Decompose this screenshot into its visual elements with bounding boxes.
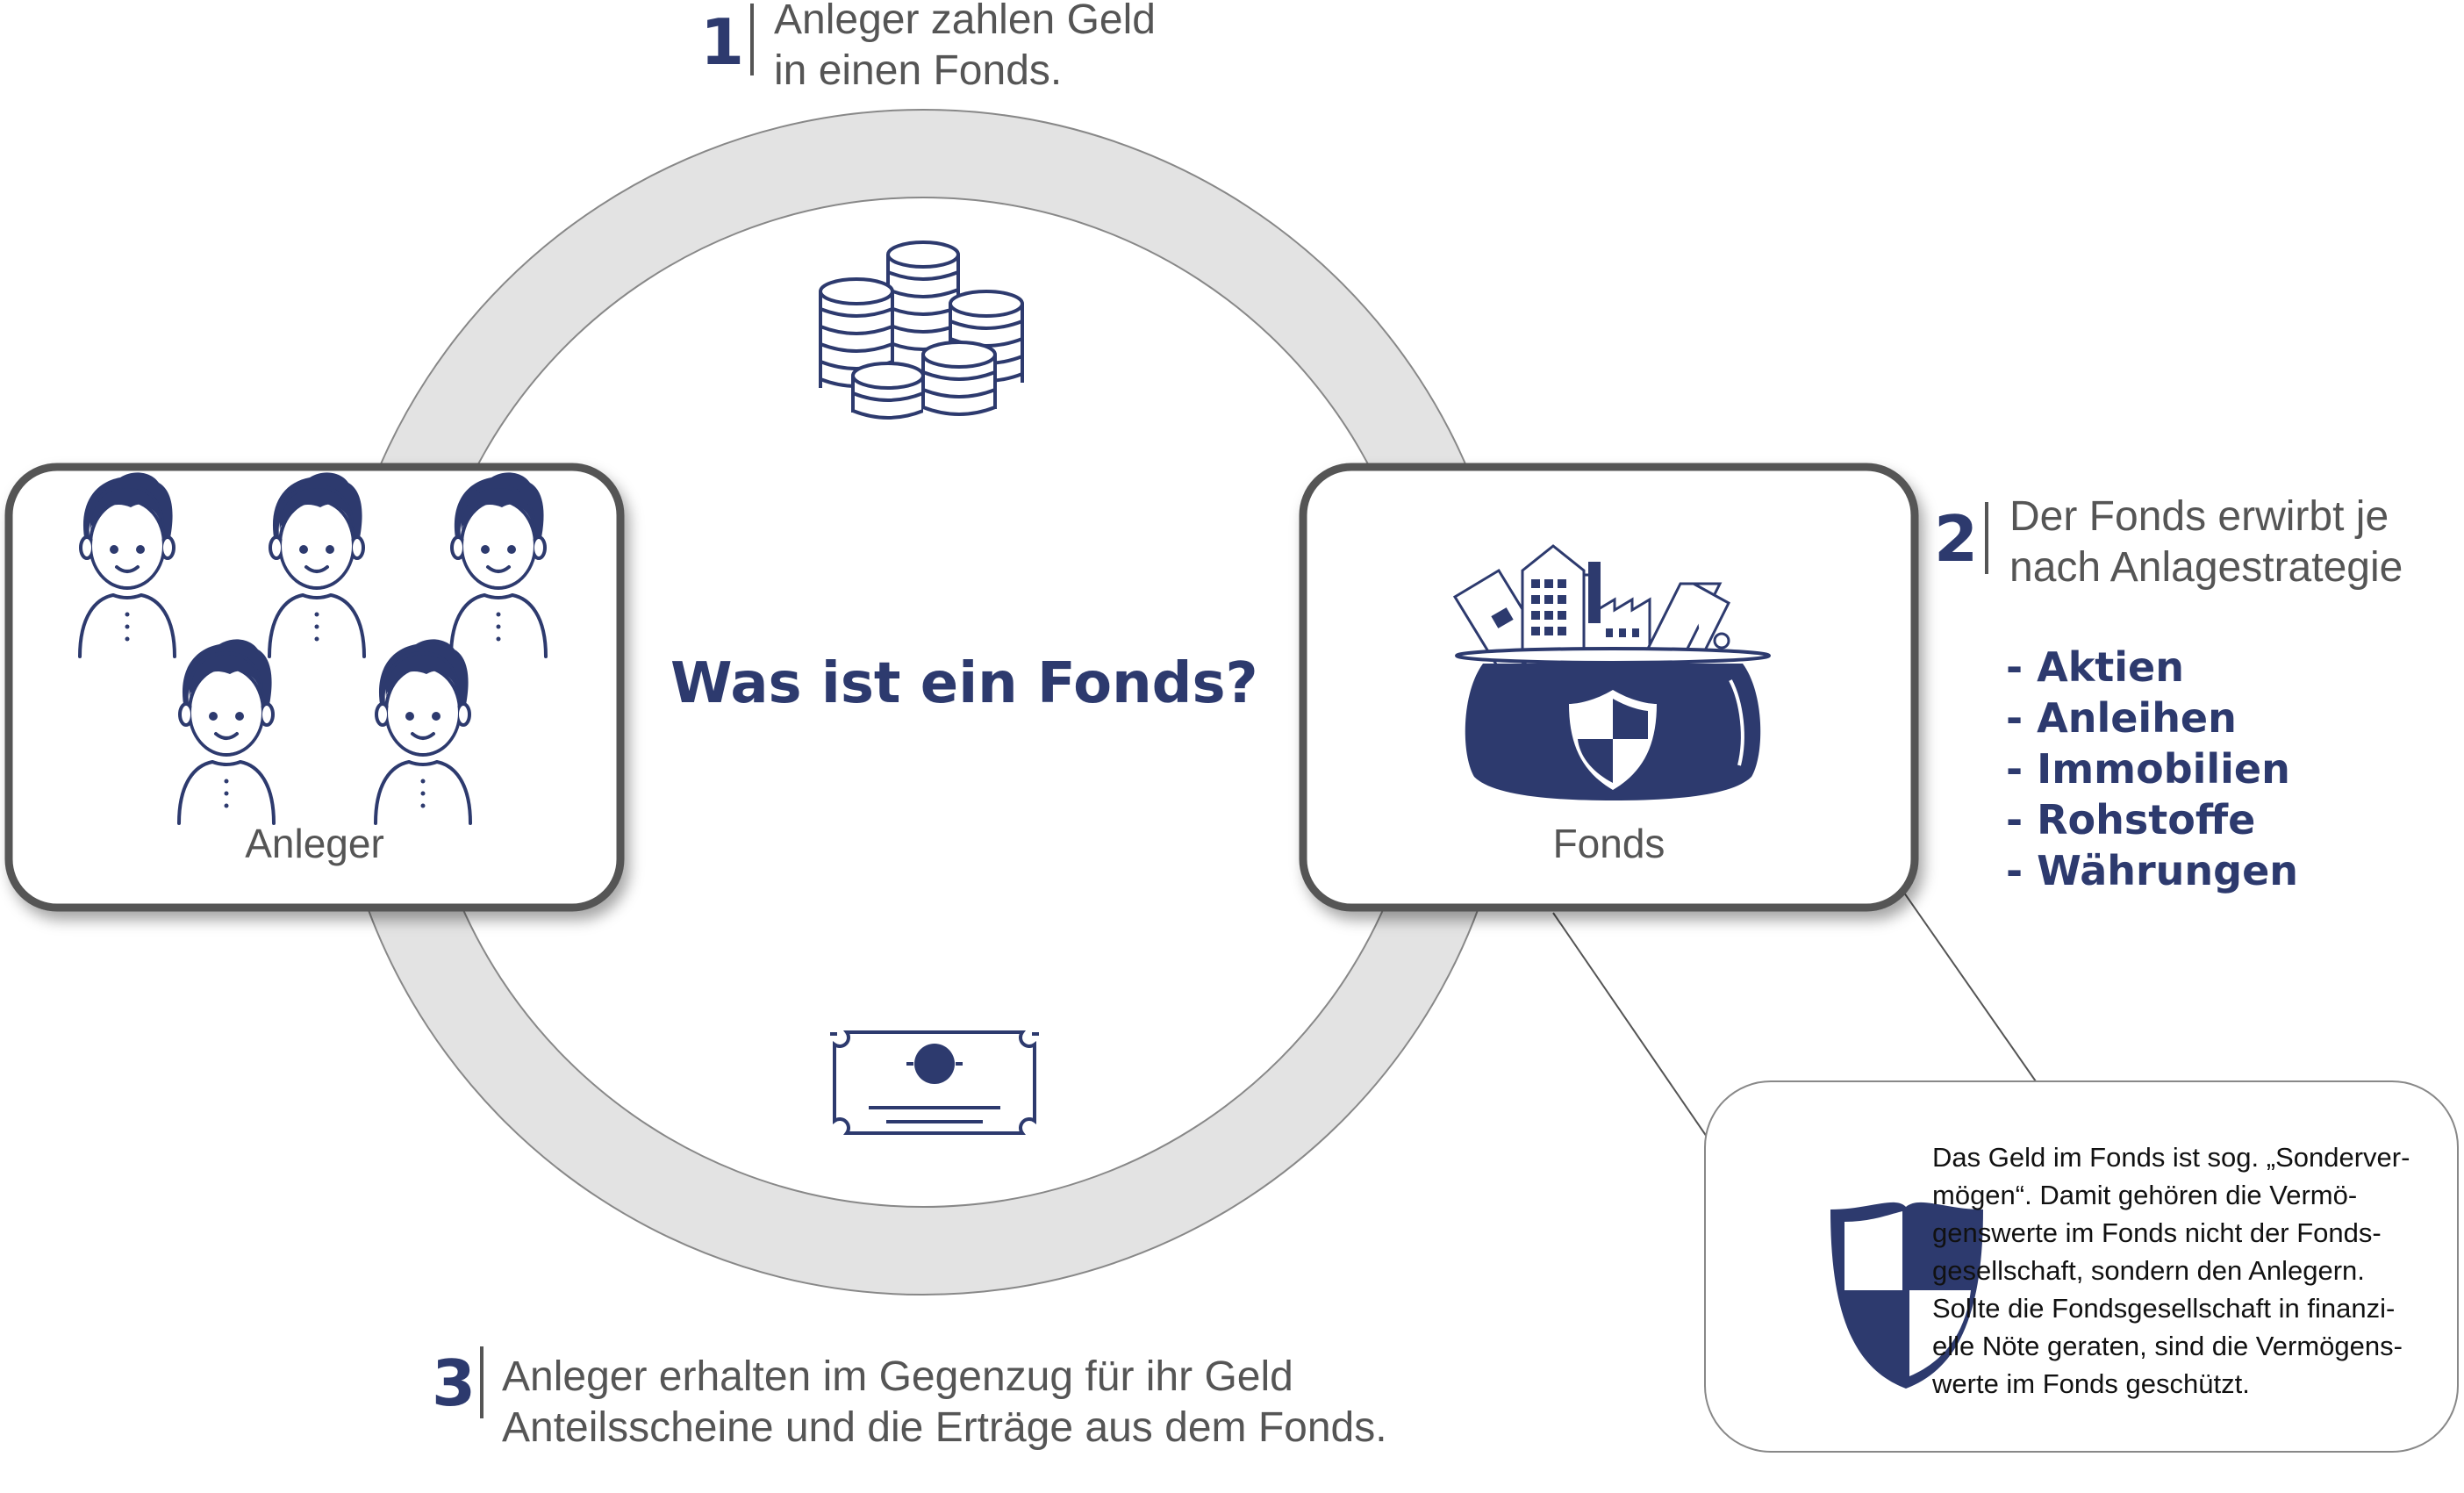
step-1-line-2: in einen Fonds. (774, 47, 1063, 94)
step-3-divider (480, 1346, 483, 1418)
note-line: elle Nöte geraten, sind die Vermögens- (1932, 1331, 2403, 1361)
step-2-text: Der Fonds erwirbt je nach Anlagestrategi… (2009, 492, 2403, 593)
step-1-divider (750, 4, 754, 75)
coins-stack-icon (819, 240, 1024, 420)
step-3-line-2: Anteilsscheine und die Erträge aus dem F… (502, 1404, 1387, 1451)
note-line: mögen“. Damit gehören die Vermö- (1932, 1180, 2358, 1210)
step-2-number: 2 (1934, 502, 1979, 576)
investors-label: Anleger (245, 821, 384, 866)
note-line: genswerte im Fonds nicht der Fonds- (1932, 1217, 2382, 1248)
note-line: gesellschaft, sondern den Anlegern. (1932, 1255, 2365, 1286)
step-2-divider (1985, 502, 1988, 574)
step-2-line-1: Der Fonds erwirbt je (2009, 493, 2389, 540)
diagram-title: Was ist ein Fonds? (670, 651, 1258, 716)
step-3-number: 3 (432, 1346, 476, 1420)
step-1-text: Anleger zahlen Geld in einen Fonds. (774, 0, 1156, 97)
step-3-line-1: Anleger erhalten im Gegenzug für ihr Gel… (502, 1353, 1293, 1400)
note-line: werte im Fonds geschützt. (1932, 1368, 2250, 1399)
fund-pot-icon (1452, 544, 1771, 800)
asset-class-item: - Anleihen (2006, 694, 2237, 742)
step-1-number: 1 (700, 5, 745, 79)
shield-icon (1830, 1202, 1983, 1389)
asset-class-item: - Aktien (2006, 643, 2185, 691)
note-line: Das Geld im Fonds ist sog. „Sonderver- (1932, 1142, 2410, 1173)
connector-line-right (1899, 886, 2037, 1082)
note-line: Sollte die Fondsgesellschaft in finanzi- (1932, 1293, 2396, 1324)
step-2-line-2: nach Anlagestrategie (2009, 544, 2403, 591)
asset-class-item: - Immobilien (2006, 745, 2290, 793)
asset-class-list: - Aktien - Anleihen - Immobilien - Rohst… (2006, 642, 2298, 896)
note-text: Das Geld im Fonds ist sog. „Sonderver- m… (1932, 1138, 2410, 1403)
asset-class-item: - Währungen (2006, 847, 2299, 894)
shield-icon (1569, 690, 1657, 790)
step-3-text: Anleger erhalten im Gegenzug für ihr Gel… (502, 1352, 1387, 1454)
step-1-line-1: Anleger zahlen Geld (774, 0, 1156, 43)
connector-line-left (1552, 912, 1708, 1138)
fund-label: Fonds (1552, 821, 1665, 866)
asset-class-item: - Rohstoffe (2006, 796, 2256, 843)
certificate-icon (830, 1030, 1039, 1135)
